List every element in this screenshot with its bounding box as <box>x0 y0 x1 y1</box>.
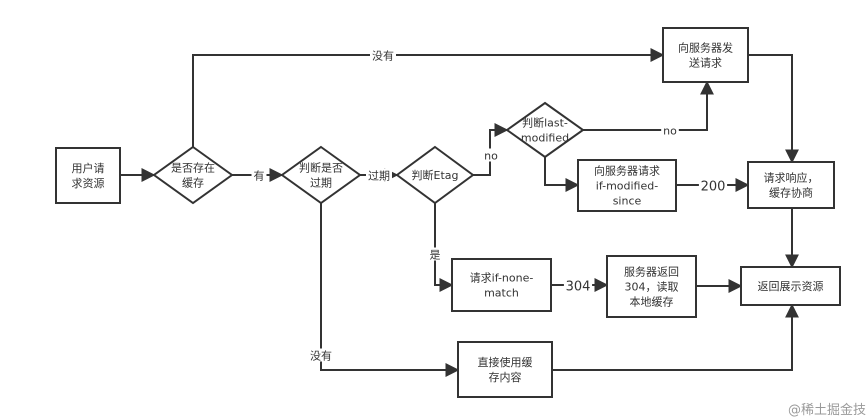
process-box <box>606 255 697 318</box>
decision-diamond <box>152 145 234 205</box>
process-box <box>55 147 121 204</box>
node-label: 向服务器请求 <box>594 164 660 178</box>
node-label: 判断last- <box>522 116 568 130</box>
edge-label-bg <box>661 123 679 137</box>
process-box <box>662 27 749 83</box>
decision-diamond <box>505 101 585 159</box>
watermark: @稀土掘金技 <box>787 403 866 418</box>
node-label: 服务器返回 <box>624 266 679 279</box>
edge-label-bg <box>482 148 500 162</box>
edge-check-last-modified-to-send-request <box>583 80 714 131</box>
edge-label: 过期 <box>368 170 390 183</box>
node-label: 判断Etag <box>412 168 459 182</box>
edge-label: 没有 <box>310 349 332 363</box>
node-if-modified-since: 向服务器请求 if-modified-since <box>577 159 677 212</box>
process-box <box>577 159 677 212</box>
edge-label-bg <box>366 168 392 182</box>
edge-use-cache-to-return-resource <box>552 303 799 371</box>
node-label: 返回展示资源 <box>758 279 824 293</box>
node-response-negotiate: 请求响应，缓存协商 <box>747 161 835 209</box>
node-label: 直接使用缓 <box>478 355 533 369</box>
edge-cache-exists-to-send-request <box>192 48 665 147</box>
edge-label-bg <box>308 348 334 362</box>
edge-label: no <box>484 150 498 163</box>
node-if-none-match: 请求if-none-match <box>451 258 552 312</box>
node-label: 过期 <box>310 177 332 190</box>
edge-label: no <box>663 125 677 138</box>
decision-diamond <box>395 145 475 205</box>
node-label: 304，读取 <box>625 280 679 294</box>
edge-label-bg <box>427 247 443 261</box>
node-label: since <box>613 195 642 208</box>
edge-label-bg <box>251 168 267 182</box>
node-label: 求资源 <box>72 176 105 190</box>
edge-label: 有 <box>254 169 265 183</box>
edge-label: 200 <box>701 180 726 195</box>
node-label: 缓存 <box>182 176 204 190</box>
edge-check-etag-to-if-none-match <box>434 203 454 292</box>
node-check-etag: 判断Etag <box>395 145 475 205</box>
edge-send-request-to-response-negotiate <box>748 54 799 164</box>
node-label: modified <box>521 132 569 145</box>
node-check-last-modified: 判断last-modified <box>505 101 585 159</box>
node-label: 存内容 <box>489 370 522 384</box>
process-box <box>740 266 841 306</box>
decision-diamond <box>280 145 362 205</box>
process-box <box>451 258 552 312</box>
edge-label: 304 <box>566 280 591 295</box>
edge-label-bg <box>563 277 593 293</box>
process-box <box>457 341 553 398</box>
node-label: 请求响应， <box>764 171 819 185</box>
node-label: 向服务器发 <box>678 41 733 55</box>
node-label: 用户请 <box>72 161 105 175</box>
edge-label: 没有 <box>372 49 394 63</box>
node-label: match <box>484 287 519 300</box>
node-label: 是否存在 <box>171 161 215 175</box>
node-label: 请求if-none- <box>470 272 534 285</box>
node-return-resource: 返回展示资源 <box>740 266 841 306</box>
node-label: if-modified- <box>596 180 658 193</box>
node-label: 本地缓存 <box>630 295 674 309</box>
node-label: 送请求 <box>689 56 722 70</box>
edge-check-last-modified-to-if-modified-since <box>544 157 580 192</box>
node-label: 判断是否 <box>299 161 343 175</box>
process-box <box>747 161 835 209</box>
edge-label-bg <box>698 177 728 193</box>
edge-label-bg <box>370 48 396 62</box>
edge-label: 是 <box>430 249 441 262</box>
node-label: 缓存协商 <box>769 186 813 200</box>
edge-is-expired-to-use-cache <box>320 203 460 377</box>
